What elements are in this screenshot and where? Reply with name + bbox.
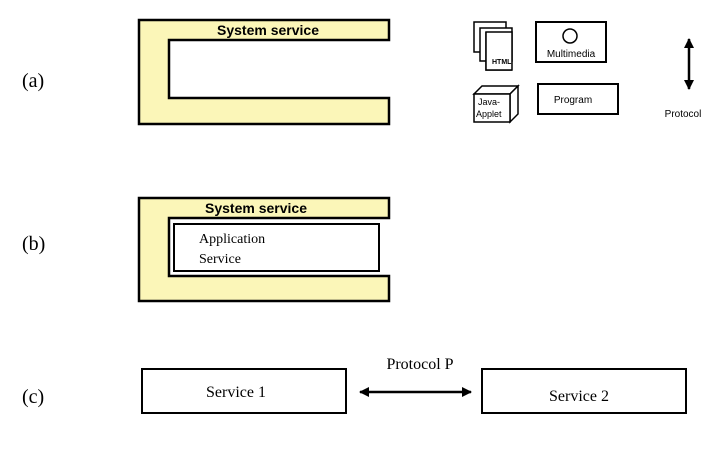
panel-c-label: (c) — [22, 386, 44, 408]
program-label: Program — [554, 95, 592, 106]
panel-a-label: (a) — [22, 70, 44, 92]
protocol-legend-label: Protocol — [665, 109, 702, 120]
java-applet-icon: Java- Applet — [472, 84, 520, 124]
panel-c: (c) Service 1 Service 2 Protocol P — [22, 356, 687, 414]
system-service-label-a: System service — [217, 22, 319, 38]
multimedia-label: Multimedia — [547, 49, 596, 60]
application-service-label-line1: Application — [199, 232, 265, 247]
panel-b: (b) System service Application Service — [22, 196, 391, 303]
java-applet-label-line2: Applet — [476, 109, 502, 119]
java-applet-label-line1: Java- — [478, 97, 500, 107]
panel-a: (a) System service HTML Multimedia Java-… — [22, 18, 702, 126]
service-2-box — [481, 368, 687, 414]
html-icon-label: HTML — [492, 59, 512, 66]
panel-b-label: (b) — [22, 233, 45, 255]
service-1-label: Service 1 — [206, 384, 266, 401]
html-icon: HTML — [473, 21, 513, 71]
multimedia-icon: Multimedia — [535, 21, 607, 63]
system-service-label-b: System service — [205, 200, 307, 216]
protocol-legend: Protocol — [665, 38, 702, 120]
application-service-label-line2: Service — [199, 252, 241, 267]
protocol-p-label: Protocol P — [386, 356, 453, 373]
application-service-box — [173, 223, 380, 272]
program-icon: Program — [537, 83, 619, 115]
system-service-shape-b — [137, 196, 391, 303]
service-1-box — [141, 368, 347, 414]
service-2-label: Service 2 — [549, 388, 609, 405]
system-service-shape-a — [137, 18, 391, 126]
